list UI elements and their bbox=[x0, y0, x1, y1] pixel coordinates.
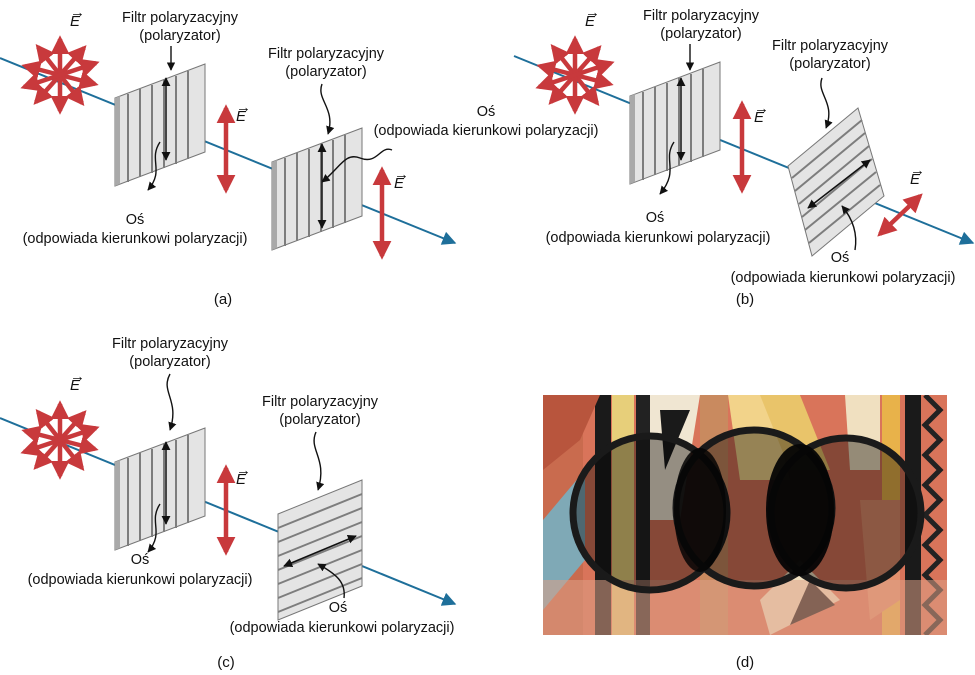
polarizer-1 bbox=[629, 61, 721, 185]
axis-2-label-line1: Oś bbox=[329, 600, 348, 616]
polarizer-1-label-line2: (polaryzator) bbox=[129, 354, 210, 370]
vector-arrow-icon: → bbox=[70, 4, 85, 21]
unpolarized-e-field-icon bbox=[535, 35, 615, 115]
e-field-arrow-out bbox=[877, 193, 923, 237]
vector-arrow-icon: → bbox=[585, 4, 600, 21]
polarizer-2 bbox=[271, 127, 363, 251]
axis-2-label-line2: (odpowiada kierunkowi polaryzacji) bbox=[731, 270, 956, 286]
axis-2-label-line2: (odpowiada kierunkowi polaryzacji) bbox=[374, 123, 599, 139]
vector-arrow-icon: → bbox=[236, 99, 251, 116]
vector-arrow-icon: → bbox=[394, 166, 409, 183]
polarizer-1-label-line1: Filtr polaryzacyjny bbox=[112, 336, 229, 352]
polarizer-2-label-line1: Filtr polaryzacyjny bbox=[772, 38, 889, 54]
polarizer-2-label-line2: (polaryzator) bbox=[285, 64, 366, 80]
vector-arrow-icon: → bbox=[910, 162, 925, 179]
e-vector-label: E bbox=[70, 377, 81, 394]
panel-d-photo: (d) bbox=[543, 395, 947, 671]
polarizer-2-rotated bbox=[787, 107, 885, 257]
vector-arrow-icon: → bbox=[754, 100, 769, 117]
panel-b: E → Filtr polaryzacyjny (polaryzator) Oś… bbox=[513, 4, 975, 308]
polarizer-1 bbox=[114, 427, 206, 551]
axis-1-label-line2: (odpowiada kierunkowi polaryzacji) bbox=[28, 572, 253, 588]
axis-2-label-line2: (odpowiada kierunkowi polaryzacji) bbox=[230, 620, 455, 636]
axis-1-label-line2: (odpowiada kierunkowi polaryzacji) bbox=[546, 230, 771, 246]
e-vector-label-out: E bbox=[394, 175, 405, 192]
axis-2-label-line1: Oś bbox=[831, 250, 850, 266]
vector-arrow-icon: → bbox=[236, 462, 251, 479]
polarizer-1-label-line1: Filtr polaryzacyjny bbox=[122, 10, 239, 26]
polarizer-2-label-line1: Filtr polaryzacyjny bbox=[262, 394, 379, 410]
polarizer-1-label-line1: Filtr polaryzacyjny bbox=[643, 8, 760, 24]
polarizer-2-label-line2: (polaryzator) bbox=[279, 412, 360, 428]
caption-d: (d) bbox=[736, 654, 754, 671]
vector-arrow-icon: → bbox=[70, 368, 85, 385]
polarizer-2-label-line2: (polaryzator) bbox=[789, 56, 870, 72]
axis-1-label-line1: Oś bbox=[126, 212, 145, 228]
unpolarized-e-field-icon bbox=[20, 400, 100, 480]
e-vector-label-mid: E bbox=[754, 109, 765, 126]
polarizer-1 bbox=[114, 63, 206, 187]
e-vector-label: E bbox=[70, 13, 81, 30]
polarizer-1-label-line2: (polaryzator) bbox=[139, 28, 220, 44]
panel-a: E → Filtr polaryzacyjny (polaryzator) Oś… bbox=[0, 4, 598, 308]
caption-c: (c) bbox=[217, 654, 235, 671]
e-vector-label-out: E bbox=[910, 171, 921, 188]
axis-1-label-line2: (odpowiada kierunkowi polaryzacji) bbox=[23, 231, 248, 247]
unpolarized-e-field-icon bbox=[20, 35, 100, 115]
axis-1-label-line1: Oś bbox=[131, 552, 150, 568]
polarizer-1-label-line2: (polaryzator) bbox=[660, 26, 741, 42]
e-vector-label-mid: E bbox=[236, 471, 247, 488]
polarizer-2-crossed bbox=[277, 479, 363, 621]
polarizer-2-label-line1: Filtr polaryzacyjny bbox=[268, 46, 385, 62]
panel-c: E → Filtr polaryzacyjny (polaryzator) Oś… bbox=[0, 336, 457, 671]
e-vector-label-mid: E bbox=[236, 108, 247, 125]
caption-a: (a) bbox=[214, 291, 232, 308]
overlap-dark-region bbox=[674, 444, 834, 576]
caption-b: (b) bbox=[736, 291, 754, 308]
axis-1-label-line1: Oś bbox=[646, 210, 665, 226]
axis-2-label-line1: Oś bbox=[477, 104, 496, 120]
e-vector-label: E bbox=[585, 13, 596, 30]
